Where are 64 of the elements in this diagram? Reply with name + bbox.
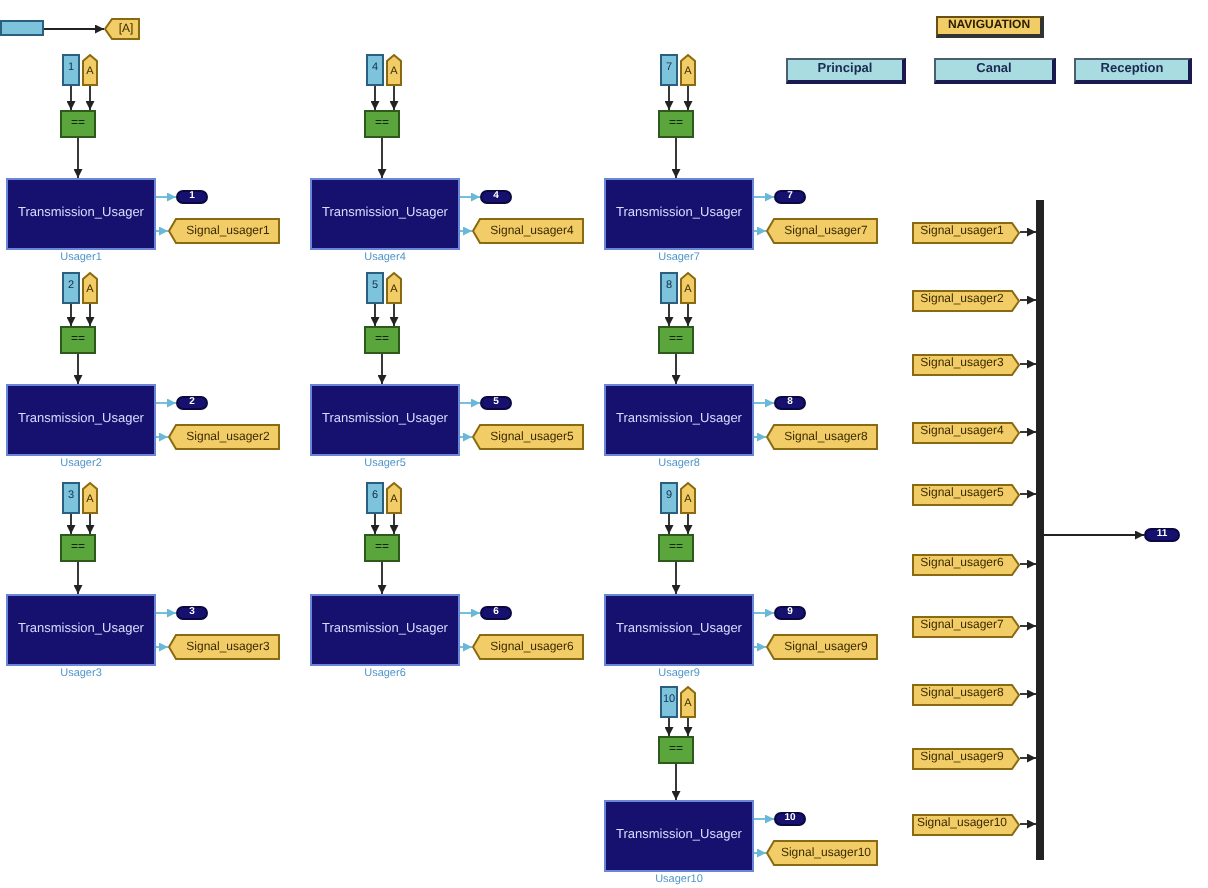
signal-arrow	[155, 226, 169, 236]
signal-arrow	[671, 353, 681, 385]
signal-arrow	[85, 513, 95, 535]
signal-arrow	[753, 608, 775, 618]
signal-arrow	[671, 137, 681, 179]
signal-arrow	[683, 303, 693, 327]
signal-arrow	[73, 561, 83, 595]
signal-arrow	[1019, 819, 1037, 829]
signal-arrow	[1019, 359, 1037, 369]
signal-arrow	[377, 353, 387, 385]
signal-arrow	[753, 814, 775, 824]
signal-arrow	[155, 192, 177, 202]
signal-arrow	[459, 432, 473, 442]
signal-arrow	[664, 717, 674, 737]
signal-arrow	[1019, 621, 1037, 631]
signal-arrow	[459, 398, 481, 408]
signal-arrow	[683, 717, 693, 737]
signal-arrow	[389, 303, 399, 327]
signal-arrow	[671, 763, 681, 801]
signal-arrow	[85, 303, 95, 327]
signal-arrow	[377, 561, 387, 595]
signal-arrow	[1019, 227, 1037, 237]
signal-arrow	[1043, 530, 1145, 540]
signal-arrow	[66, 85, 76, 111]
signal-arrow	[85, 85, 95, 111]
signal-arrow	[389, 85, 399, 111]
signal-arrow	[155, 608, 177, 618]
signal-arrow	[377, 137, 387, 179]
signal-arrow	[753, 226, 767, 236]
signal-arrow	[664, 513, 674, 535]
signal-arrow	[1019, 489, 1037, 499]
signal-arrow	[459, 226, 473, 236]
signal-arrow	[73, 137, 83, 179]
signal-arrow	[43, 24, 105, 34]
signal-arrow	[1019, 689, 1037, 699]
signal-arrow	[753, 432, 767, 442]
signal-arrow	[155, 432, 169, 442]
signal-arrow	[1019, 427, 1037, 437]
signal-arrow	[459, 192, 481, 202]
signal-arrow	[753, 192, 775, 202]
signal-arrow	[1019, 295, 1037, 305]
signal-arrow	[370, 85, 380, 111]
signal-arrow	[73, 353, 83, 385]
signal-arrow	[753, 398, 775, 408]
signal-arrow	[664, 303, 674, 327]
signal-arrow	[66, 513, 76, 535]
mux-bar	[1036, 200, 1044, 860]
source-block	[0, 20, 44, 36]
signal-arrow	[155, 642, 169, 652]
signal-arrow	[683, 85, 693, 111]
signal-arrow	[683, 513, 693, 535]
signal-arrow	[753, 848, 767, 858]
signal-arrow	[155, 398, 177, 408]
signal-arrow	[389, 513, 399, 535]
signal-arrow	[459, 642, 473, 652]
signal-arrow	[664, 85, 674, 111]
signal-arrow	[66, 303, 76, 327]
signal-arrow	[753, 642, 767, 652]
signal-arrow	[459, 608, 481, 618]
signal-arrow	[370, 513, 380, 535]
signal-arrow	[1019, 559, 1037, 569]
signal-arrow	[370, 303, 380, 327]
signal-arrow	[671, 561, 681, 595]
signal-arrow	[1019, 753, 1037, 763]
